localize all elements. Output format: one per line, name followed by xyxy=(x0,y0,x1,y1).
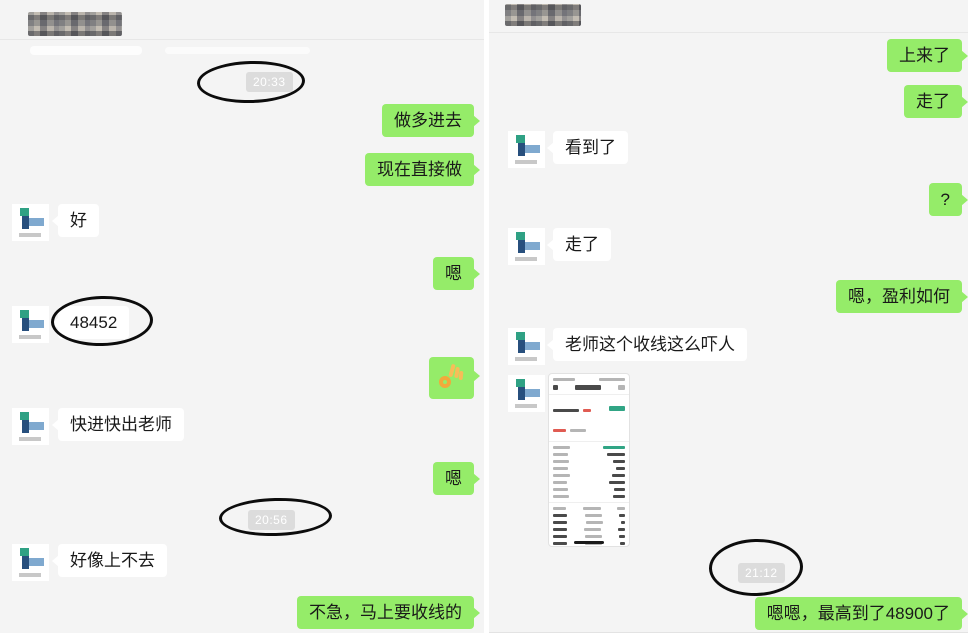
message-received: 好 xyxy=(0,204,99,241)
chat-panel-right: 上来了 走了 看到了 ? 走了 嗯，盈利如何 xyxy=(489,0,968,633)
message-bubble: 走了 xyxy=(547,228,611,261)
message-bubble: 快进快出老师 xyxy=(52,408,184,441)
message-sent: 嗯嗯，最高到了48900了 xyxy=(754,597,968,630)
message-sent: 嗯 xyxy=(433,257,480,290)
bubble-tail xyxy=(961,50,968,62)
chat-header-right xyxy=(489,0,968,33)
avatar[interactable] xyxy=(508,131,545,168)
order-detail-screenshot-image[interactable] xyxy=(548,373,630,547)
message-bubble: 老师这个收线这么吓人 xyxy=(547,328,747,361)
message-sent: 不急，马上要收线的 xyxy=(297,596,480,629)
message-received: 看到了 xyxy=(489,131,628,168)
bubble-tail xyxy=(473,473,480,485)
message-sent xyxy=(429,357,480,399)
message-bubble xyxy=(429,357,474,399)
redaction-mark xyxy=(165,47,310,54)
timestamp-chip: 21:12 xyxy=(738,563,785,583)
avatar[interactable] xyxy=(508,375,545,412)
avatar[interactable] xyxy=(12,544,49,581)
bubble-tail xyxy=(473,370,480,382)
message-sent: 上来了 xyxy=(887,39,968,72)
message-bubble: ? xyxy=(928,183,962,216)
message-bubble: 嗯，盈利如何 xyxy=(836,280,962,313)
chat-panel-left: 20:33 做多进去 现在直接做 好 嗯 48452 xyxy=(0,0,484,633)
message-sent: 嗯，盈利如何 xyxy=(836,280,968,313)
bubble-tail xyxy=(961,291,968,303)
chat-header-left xyxy=(0,0,484,40)
redacted-chat-title xyxy=(28,12,122,36)
message-received: 老师这个收线这么吓人 xyxy=(489,328,747,365)
message-bubble: 48452 xyxy=(52,306,130,339)
message-bubble: 现在直接做 xyxy=(365,153,474,186)
avatar[interactable] xyxy=(12,408,49,445)
message-bubble: 好 xyxy=(52,204,99,237)
avatar[interactable] xyxy=(508,228,545,265)
message-bubble: 走了 xyxy=(904,85,962,118)
message-bubble: 好像上不去 xyxy=(52,544,167,577)
avatar[interactable] xyxy=(12,306,49,343)
avatar[interactable] xyxy=(508,328,545,365)
message-received: 走了 xyxy=(489,228,611,265)
bubble-tail xyxy=(473,268,480,280)
bubble-tail xyxy=(473,164,480,176)
avatar[interactable] xyxy=(12,204,49,241)
timestamp-chip: 20:33 xyxy=(246,72,293,92)
message-bubble: 看到了 xyxy=(547,131,628,164)
message-bubble: 嗯 xyxy=(433,257,474,290)
bubble-tail xyxy=(473,115,480,127)
ok-hand-emoji xyxy=(439,363,464,388)
message-received: 快进快出老师 xyxy=(0,408,184,445)
message-received: 48452 xyxy=(0,306,130,343)
home-indicator xyxy=(574,541,604,544)
bubble-tail xyxy=(473,607,480,619)
bubble-tail xyxy=(961,96,968,108)
message-sent: ? xyxy=(928,183,968,216)
bubble-tail xyxy=(961,608,968,620)
message-sent: 现在直接做 xyxy=(365,153,480,186)
redaction-mark xyxy=(30,46,142,55)
message-bubble: 做多进去 xyxy=(382,104,474,137)
message-bubble: 嗯嗯，最高到了48900了 xyxy=(754,597,962,630)
message-bubble: 上来了 xyxy=(887,39,962,72)
message-received: 好像上不去 xyxy=(0,544,167,581)
message-sent: 走了 xyxy=(904,85,968,118)
message-bubble: 不急，马上要收线的 xyxy=(297,596,474,629)
message-bubble: 嗯 xyxy=(433,462,474,495)
bubble-tail xyxy=(961,194,968,206)
redacted-chat-title xyxy=(505,4,581,26)
message-sent: 嗯 xyxy=(433,462,480,495)
message-sent: 做多进去 xyxy=(382,104,480,137)
timestamp-chip: 20:56 xyxy=(248,510,295,530)
